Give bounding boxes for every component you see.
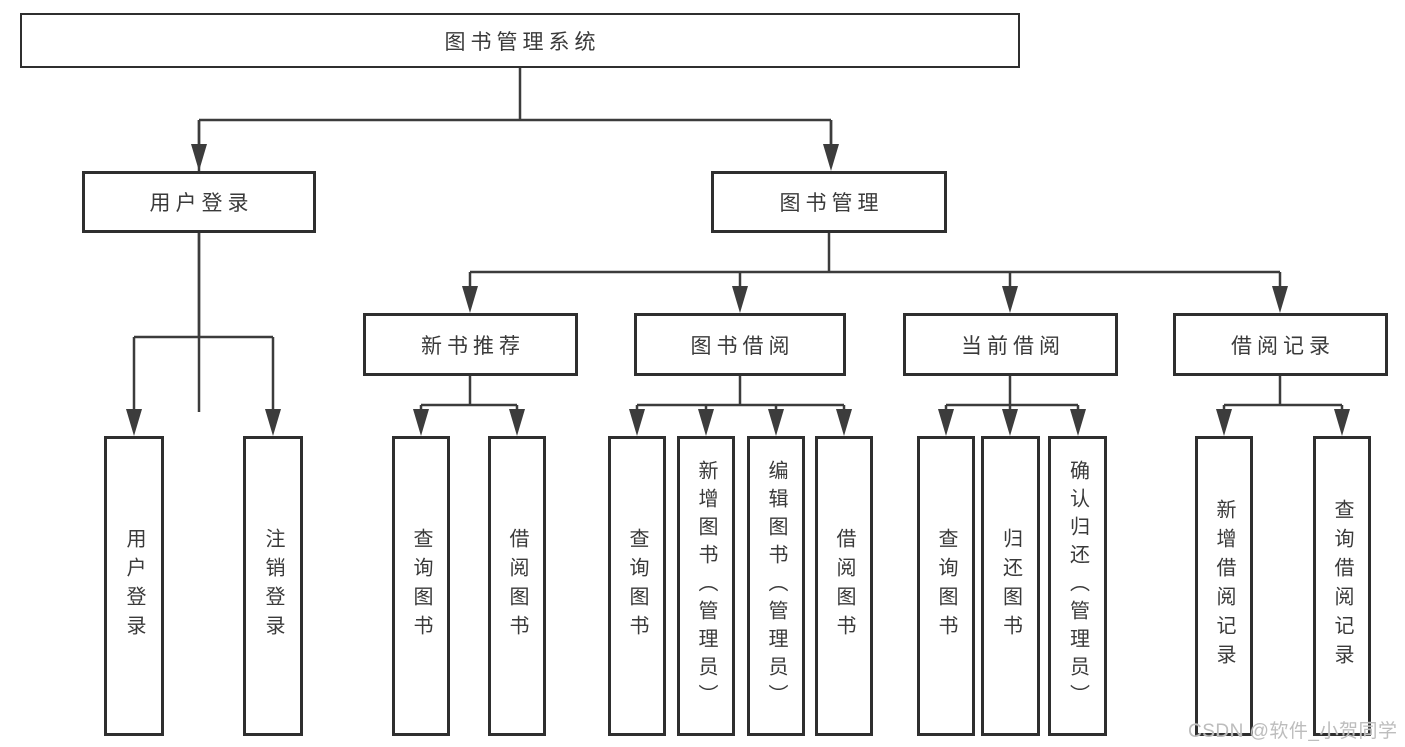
node-borrow-records-label: 借阅记录 (1231, 334, 1335, 358)
leaf-bb-query-book: 查询图书 (608, 436, 666, 736)
leaf-rec-borrow-book-label: 借阅图书 (506, 528, 528, 644)
leaf-rec-borrow-book: 借阅图书 (488, 436, 546, 736)
connector-book-mgmt (468, 233, 1282, 290)
connector-user-login (132, 233, 275, 412)
connector-new-book-rec (419, 376, 519, 412)
connector-current-borrow (944, 376, 1080, 412)
leaf-user-login: 用户登录 (104, 436, 164, 736)
leaf-cb-query-book: 查询图书 (917, 436, 975, 736)
arrowhead (1070, 409, 1086, 436)
arrowhead (1334, 409, 1350, 436)
node-user-login-label: 用户登录 (149, 192, 254, 215)
arrowhead (823, 144, 839, 171)
node-current-borrow: 当前借阅 (903, 313, 1118, 376)
arrowhead (1272, 286, 1288, 313)
arrowhead (698, 409, 714, 436)
leaf-br-query-record-label: 查询借阅记录 (1331, 499, 1353, 673)
arrowhead (191, 144, 207, 171)
leaf-bb-add-book-label: 新增图书（管理员） (695, 460, 717, 712)
leaf-bb-add-book: 新增图书（管理员） (677, 436, 735, 736)
leaf-br-add-record: 新增借阅记录 (1195, 436, 1253, 736)
arrowhead (413, 409, 429, 436)
csdn-watermark: CSDN @软件_小贺同学 (1188, 721, 1398, 742)
leaf-br-query-record: 查询借阅记录 (1313, 436, 1371, 736)
arrowhead (1002, 409, 1018, 436)
arrowhead (126, 409, 142, 436)
leaf-bb-edit-book: 编辑图书（管理员） (747, 436, 805, 736)
connector-root-drops (197, 120, 833, 148)
arrowhead (836, 409, 852, 436)
node-root-label: 图书管理系统 (444, 30, 601, 54)
arrowhead (629, 409, 645, 436)
leaf-br-add-record-label: 新增借阅记录 (1213, 499, 1235, 673)
leaf-logout-label: 注销登录 (262, 528, 284, 644)
node-current-borrow-label: 当前借阅 (961, 334, 1065, 358)
leaf-bb-query-book-label: 查询图书 (626, 528, 648, 644)
leaf-user-login-label: 用户登录 (123, 528, 145, 644)
leaf-rec-query-book: 查询图书 (392, 436, 450, 736)
arrowhead (462, 286, 478, 313)
leaf-bb-borrow-book-label: 借阅图书 (833, 528, 855, 644)
node-user-login: 用户登录 (82, 171, 316, 233)
arrowhead (732, 286, 748, 313)
leaf-bb-edit-book-label: 编辑图书（管理员） (765, 460, 787, 712)
leaf-cb-return-book-label: 归还图书 (999, 528, 1022, 644)
arrowhead (1216, 409, 1232, 436)
leaf-rec-query-book-label: 查询图书 (410, 528, 432, 644)
node-book-management-label: 图书管理 (779, 192, 884, 215)
leaf-cb-confirm-return: 确认归还（管理员） (1048, 436, 1107, 736)
arrowhead (509, 409, 525, 436)
leaf-cb-query-book-label: 查询图书 (935, 528, 957, 644)
connector-book-borrow (635, 376, 846, 412)
arrowhead (265, 409, 281, 436)
leaf-logout: 注销登录 (243, 436, 303, 736)
node-new-book-recommend-label: 新书推荐 (421, 334, 525, 358)
leaf-cb-confirm-return-label: 确认归还（管理员） (1066, 460, 1089, 712)
node-root: 图书管理系统 (20, 13, 1020, 68)
node-book-management: 图书管理 (711, 171, 947, 233)
connector-borrow-records (1222, 376, 1344, 412)
arrowhead (768, 409, 784, 436)
node-new-book-recommend: 新书推荐 (363, 313, 578, 376)
arrowhead (1002, 286, 1018, 313)
node-book-borrow-label: 图书借阅 (690, 334, 795, 358)
node-borrow-records: 借阅记录 (1173, 313, 1388, 376)
node-book-borrow: 图书借阅 (634, 313, 846, 376)
leaf-bb-borrow-book: 借阅图书 (815, 436, 873, 736)
leaf-cb-return-book: 归还图书 (981, 436, 1040, 736)
arrowhead (938, 409, 954, 436)
